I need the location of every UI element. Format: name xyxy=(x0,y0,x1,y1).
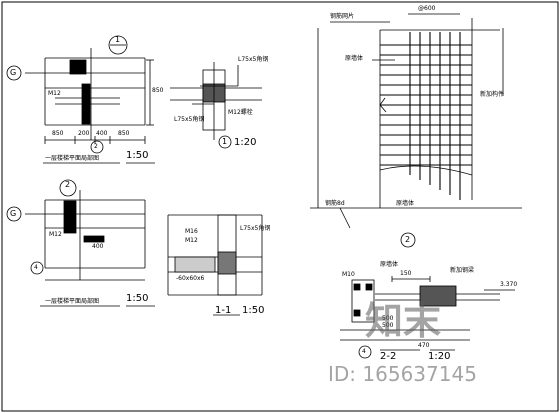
circle-label-2-left: 2 xyxy=(65,180,71,189)
grid-bubble-g-top xyxy=(6,65,22,81)
mark-circle-2-top xyxy=(90,140,104,154)
detail-a-title: 一层楼梯平面局部图 xyxy=(45,155,100,162)
detail-d-tag3: L75x5角钢 xyxy=(240,225,271,232)
detail-d-title: 1-1 xyxy=(215,305,232,316)
detail-c-scale: 1:50 xyxy=(126,293,149,304)
grid-bubble-4-bottom xyxy=(358,345,372,359)
watermark-id: ID: 165637145 xyxy=(328,362,477,386)
detail-f-dim3: 500 xyxy=(382,322,394,329)
grid-bubble-g-bottom xyxy=(6,206,22,222)
detail-e-bottom-note2: 原墙体 xyxy=(396,200,415,207)
detail-c-tag1: M12 xyxy=(49,231,62,238)
detail-a-plan xyxy=(25,48,155,164)
detail-e-side-note2: 新加构件 xyxy=(480,91,505,98)
detail-f-note1: 新加钢梁 xyxy=(450,267,475,274)
detail-f-dim5: 3.370 xyxy=(500,281,518,288)
detail-a-dim-400: 400 xyxy=(96,130,108,137)
detail-e-curve xyxy=(379,165,473,176)
detail-f-dim4: 470 xyxy=(418,342,430,349)
watermark-logo: 知末 xyxy=(365,299,442,343)
detail-d-tag1: M16 xyxy=(185,228,198,235)
detail-b-scale: 1:20 xyxy=(234,137,257,148)
detail-a-tag: M12 xyxy=(48,90,61,97)
detail-a-dim-200: 200 xyxy=(78,130,90,137)
mark-circle-1-left xyxy=(59,179,77,197)
detail-d-section xyxy=(167,214,263,316)
circle-label-2-right: 2 xyxy=(405,235,411,244)
detail-f-section xyxy=(340,276,515,351)
detail-a-scale: 1:50 xyxy=(126,150,149,161)
detail-e-top-note: 钢筋网片 xyxy=(330,13,355,20)
detail-a-dim-850a: 850 xyxy=(52,130,64,137)
detail-e-rebar-lines xyxy=(380,32,472,200)
detail-a-dim-850b: 850 xyxy=(118,130,130,137)
detail-f-tag1: M10 xyxy=(342,271,355,278)
detail-e-elevation xyxy=(310,13,522,229)
detail-b-tag2: M12螺栓 xyxy=(228,109,253,116)
mark-circle-2-right xyxy=(400,232,416,248)
detail-a-vert-dim: 850 xyxy=(152,87,164,94)
detail-f-dim2: 500 xyxy=(382,315,394,322)
mark-circle-1-top xyxy=(108,35,128,55)
detail-c-title: 一层楼梯平面局部图 xyxy=(45,298,100,305)
circle-label-1-mid: 1 xyxy=(222,137,228,146)
detail-c-plan xyxy=(25,190,155,307)
detail-f-title: 2-2 xyxy=(380,351,397,362)
detail-e-bottom-note: 钢筋8d xyxy=(325,200,345,207)
detail-d-scale: 1:50 xyxy=(242,305,265,316)
detail-d-tag4: -60x60x6 xyxy=(176,275,205,282)
circle-label-2-top: 2 xyxy=(94,143,98,150)
detail-f-scale: 1:20 xyxy=(428,351,451,362)
detail-b-tag1: L75x5角钢 xyxy=(238,56,269,63)
detail-b-tag3: L75x5角钢 xyxy=(174,116,205,123)
detail-b-section xyxy=(170,62,262,140)
detail-e-side-note1: 原墙体 xyxy=(345,55,364,62)
grid-label-4-bottom: 4 xyxy=(362,348,366,355)
circle-label-1-top: 1 xyxy=(115,35,121,44)
detail-e-top-dim: @600 xyxy=(418,5,436,12)
detail-d-tag2: M12 xyxy=(185,237,198,244)
detail-c-dim: 400 xyxy=(92,243,104,250)
detail-f-dim1: 150 xyxy=(400,270,412,277)
grid-label-g-bottom: G xyxy=(10,209,17,218)
mark-circle-1-mid xyxy=(218,135,232,149)
grid-label-g-top: G xyxy=(10,68,17,77)
detail-f-note2: 原墙体 xyxy=(380,261,399,268)
grid-bubble-4-left xyxy=(30,261,44,275)
grid-label-4-left: 4 xyxy=(34,264,38,271)
